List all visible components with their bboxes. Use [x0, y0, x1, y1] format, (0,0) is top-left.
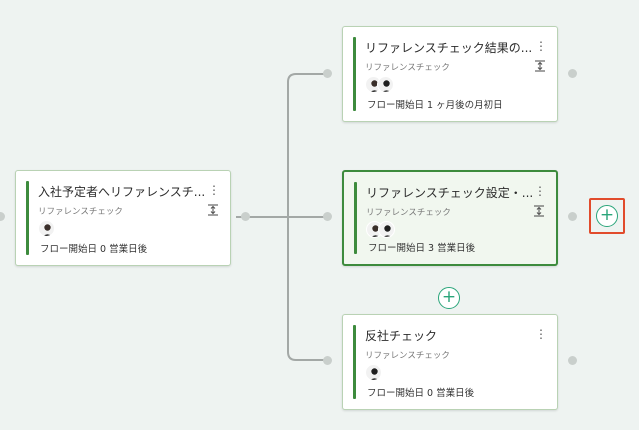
node-schedule: フロー開始日 0 営業日後 — [367, 388, 475, 399]
port-setting-out[interactable] — [568, 212, 577, 221]
highlight-box — [589, 198, 625, 234]
port-antisocial-in[interactable] — [323, 356, 332, 365]
port-source-out[interactable] — [241, 212, 250, 221]
node-subtitle: リファレンスチェック — [366, 208, 451, 218]
port-result-in[interactable] — [323, 69, 332, 78]
add-next-step-button[interactable]: + — [596, 205, 618, 227]
node-accent-bar — [353, 37, 356, 111]
connector-source-result — [287, 73, 326, 217]
connector-source-antisocial — [287, 217, 326, 361]
assignee-avatars — [365, 76, 394, 93]
node-subtitle: リファレンスチェック — [365, 63, 450, 73]
step-settings-icon[interactable] — [533, 59, 547, 73]
node-title: 反社チェック — [365, 329, 438, 343]
flow-node-source[interactable]: 入社予定者へリファレンスチ... ⋮ リファレンスチェック フロー開始日 0 営… — [15, 170, 231, 266]
avatar — [38, 220, 55, 237]
node-accent-bar — [354, 182, 357, 254]
node-title: 入社予定者へリファレンスチ... — [38, 185, 206, 199]
node-subtitle: リファレンスチェック — [365, 351, 450, 361]
node-schedule: フロー開始日 0 営業日後 — [40, 244, 148, 255]
node-subtitle: リファレンスチェック — [38, 207, 123, 217]
step-settings-icon[interactable] — [206, 203, 220, 217]
assignee-avatars — [365, 364, 382, 381]
kebab-menu-icon[interactable]: ⋮ — [535, 327, 547, 341]
node-title: リファレンスチェック設定・... — [366, 186, 534, 200]
kebab-menu-icon[interactable]: ⋮ — [535, 39, 547, 53]
assignee-avatars — [38, 220, 55, 237]
add-branch-button[interactable]: + — [438, 287, 460, 309]
avatar — [377, 76, 394, 93]
port-antisocial-out[interactable] — [568, 356, 577, 365]
port-result-out[interactable] — [568, 69, 577, 78]
flow-node-result[interactable]: リファレンスチェック結果の... ⋮ リファレンスチェック — [342, 26, 558, 122]
node-title: リファレンスチェック結果の... — [365, 41, 533, 55]
kebab-menu-icon[interactable]: ⋮ — [208, 183, 220, 197]
port-source-in[interactable] — [0, 212, 5, 221]
flow-node-setting[interactable]: リファレンスチェック設定・... ⋮ リファレンスチェック — [342, 170, 558, 266]
node-schedule: フロー開始日 1 ヶ月後の月初日 — [367, 100, 503, 111]
port-setting-in[interactable] — [323, 212, 332, 221]
node-accent-bar — [353, 325, 356, 399]
avatar — [365, 364, 382, 381]
flow-node-antisocial[interactable]: 反社チェック ⋮ リファレンスチェック フロー開始日 0 営業日後 — [342, 314, 558, 410]
kebab-menu-icon[interactable]: ⋮ — [534, 184, 546, 198]
node-schedule: フロー開始日 3 営業日後 — [368, 243, 476, 254]
node-accent-bar — [26, 181, 29, 255]
assignee-avatars — [366, 221, 395, 238]
step-settings-icon[interactable] — [532, 204, 546, 218]
avatar — [378, 221, 395, 238]
